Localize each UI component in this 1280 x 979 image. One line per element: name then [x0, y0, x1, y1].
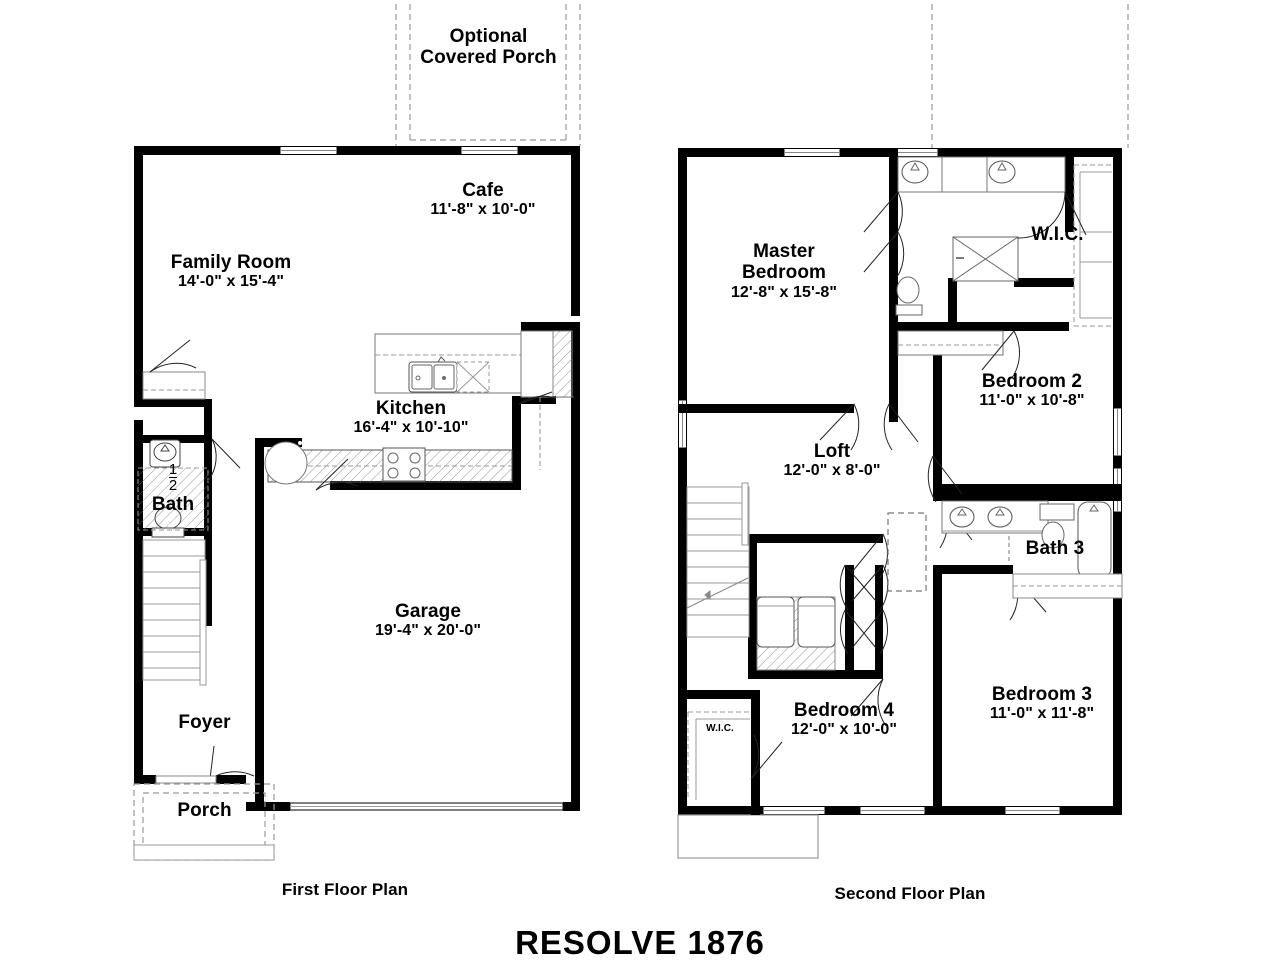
first-floor-exterior-walls	[134, 146, 580, 811]
first-floor-plan-title: First Floor Plan	[227, 880, 463, 899]
garage-door	[289, 802, 564, 811]
room-name: Bedroom 4	[793, 700, 895, 721]
garage-entry-door	[315, 458, 359, 491]
room-name-line2: Bedroom	[741, 262, 827, 284]
room-name: Loft	[813, 441, 851, 462]
master-shower	[952, 236, 1019, 282]
room-label-bedroom-4: Bedroom 4 12'-0" x 10'-0"	[754, 700, 934, 739]
master-bath-vanity	[897, 156, 1066, 193]
room-name: W.I.C.	[706, 723, 734, 734]
room-dimensions: 12'-8" x 15'-8"	[730, 283, 838, 301]
kitchen-sink-counter	[374, 333, 527, 394]
room-label-family-room: Family Room 14'-0" x 15'-4"	[136, 252, 326, 291]
room-label-master-wic: W.I.C.	[1000, 224, 1115, 245]
optional-covered-porch-outline	[395, 0, 581, 146]
hall-linen-closet	[1012, 573, 1123, 599]
front-door	[155, 745, 255, 784]
bedroom-4-wic-shelving	[687, 711, 750, 800]
room-name: Bedroom 2	[981, 371, 1083, 392]
second-floor-porch-roof	[677, 814, 819, 859]
half-bath-door	[207, 438, 241, 482]
room-name: Bedroom 3	[991, 684, 1093, 705]
coat-closet	[142, 371, 206, 400]
kitchen-appliance	[264, 441, 308, 485]
room-name: Foyer	[178, 712, 231, 733]
pantry	[520, 330, 574, 470]
room-label-optional-covered-porch: Optional Covered Porch	[381, 26, 596, 69]
sheet-title: RESOLVE 1876	[340, 924, 940, 962]
second-floor-interior-walls	[678, 148, 1122, 815]
porch-steps	[133, 844, 275, 861]
room-label-kitchen: Kitchen 16'-4" x 10'-10"	[316, 398, 506, 437]
master-toilet	[895, 276, 923, 316]
room-name-line2: Covered Porch	[420, 47, 557, 69]
room-dimensions: 12'-0" x 10'-0"	[790, 721, 898, 739]
first-floor-stairs	[142, 539, 207, 686]
room-label-loft: Loft 12'-0" x 8'-0"	[742, 441, 922, 480]
room-label-foyer: Foyer	[142, 712, 267, 733]
half-bath-fraction: 1 2	[168, 461, 178, 494]
room-label-bedroom-3: Bedroom 3 11'-0" x 11'-8"	[952, 684, 1132, 723]
second-floor-geometry	[677, 0, 1129, 859]
room-dimensions: 11'-0" x 10'-8"	[979, 392, 1085, 410]
second-floor-stairs	[686, 482, 750, 638]
first-floor-top-windows	[279, 146, 519, 155]
room-label-master-bedroom: Master Bedroom 12'-8" x 15'-8"	[689, 241, 879, 301]
master-linen	[897, 330, 1004, 356]
room-dimensions: 11'-0" x 11'-8"	[989, 705, 1095, 723]
room-label-porch: Porch	[142, 800, 267, 821]
room-label-bath-3: Bath 3	[1000, 538, 1110, 559]
coat-closet-door	[149, 339, 197, 373]
room-dimensions: 19'-4" x 20'-0"	[374, 622, 482, 640]
room-name: W.I.C.	[1031, 224, 1084, 245]
fraction-denominator: 2	[168, 477, 178, 494]
pantry-door	[518, 391, 557, 405]
master-wic-shelving	[1073, 164, 1112, 327]
title-text: Second Floor Plan	[834, 884, 986, 903]
bath-3-fixtures	[941, 500, 1112, 579]
master-wic-shelf-lines	[1079, 171, 1112, 319]
room-dimensions: 12'-0" x 8'-0"	[783, 462, 881, 480]
room-label-garage: Garage 19'-4" x 20'-0"	[333, 601, 523, 640]
second-floor-plan-title: Second Floor Plan	[779, 884, 1041, 903]
room-name: Optional	[449, 26, 528, 47]
title-text: First Floor Plan	[281, 880, 409, 899]
room-name: Garage	[394, 601, 462, 622]
room-label-half-bath: 1 2 Bath	[128, 462, 218, 516]
room-dimensions: 16'-4" x 10'-10"	[353, 419, 469, 437]
title-text: RESOLVE 1876	[515, 924, 765, 961]
half-bath-fixtures	[137, 439, 209, 538]
room-name: Master	[753, 241, 815, 262]
room-name: Bath	[151, 494, 195, 515]
second-floor-top-windows	[783, 148, 939, 157]
room-name: Kitchen	[375, 398, 447, 419]
fraction-numerator: 1	[168, 461, 178, 478]
bedroom-4-wic-shelf	[695, 718, 750, 800]
first-floor-geometry	[133, 0, 581, 861]
attic-access	[887, 512, 927, 592]
room-name: Bath 3	[1025, 538, 1085, 559]
room-label-bedroom-2: Bedroom 2 11'-0" x 10'-8"	[942, 371, 1122, 410]
room-name: Porch	[177, 800, 232, 821]
second-floor-roof-lines	[931, 0, 1129, 148]
room-name: Cafe	[462, 180, 504, 201]
second-floor-bottom-windows	[762, 806, 1061, 815]
room-label-bedroom-4-wic: W.I.C.	[695, 723, 745, 734]
laundry-washer-dryer	[756, 596, 836, 671]
room-label-cafe: Cafe 11'-8" x 10'-0"	[388, 180, 578, 219]
room-dimensions: 11'-8" x 10'-0"	[430, 201, 536, 219]
room-dimensions: 14'-0" x 15'-4"	[177, 273, 285, 291]
room-name: Family Room	[170, 252, 292, 273]
